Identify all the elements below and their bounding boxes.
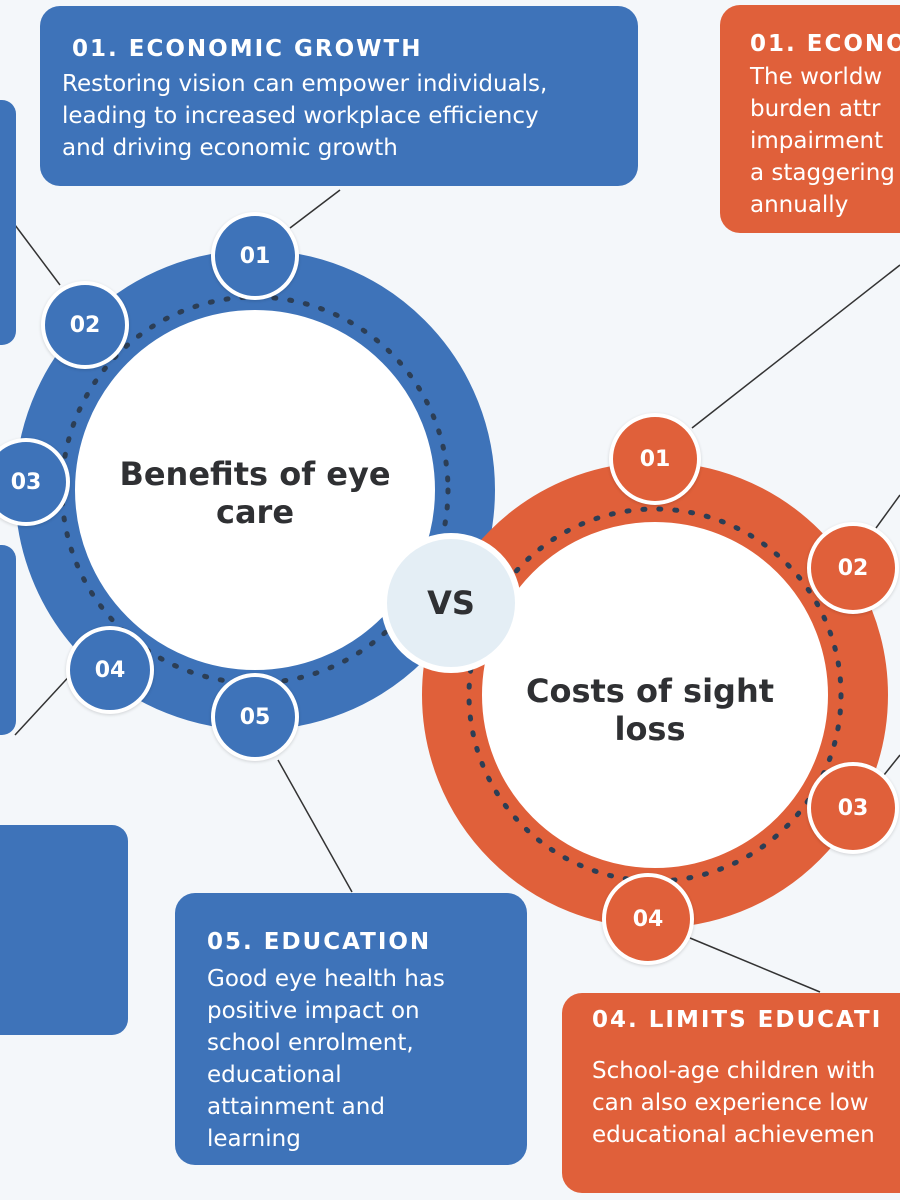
costs-title: Costs of sight loss <box>525 672 775 749</box>
benefit-box-economic-growth-heading: 01. ECONOMIC GROWTH <box>72 36 423 62</box>
cost-node-01: 01 <box>609 413 701 505</box>
connector-benefit-04 <box>14 669 76 736</box>
cost-box-economic-heading: 01. ECONO <box>750 31 900 57</box>
cost-box-economic: 01. ECONO The worldw burden attr impairm… <box>720 5 900 233</box>
connector-benefit-01 <box>289 189 341 229</box>
vs-badge: VS <box>381 533 521 673</box>
cost-box-economic-body: The worldw burden attr impairment a stag… <box>750 64 895 218</box>
benefits-ring-inner <box>60 295 450 685</box>
cost-box-limits-education: 04. LIMITS EDUCATI School-age children w… <box>562 993 900 1193</box>
connector-cost-04 <box>689 937 821 993</box>
cost-node-03: 03 <box>807 762 899 854</box>
benefit-box-education: 05. EDUCATION Good eye health has positi… <box>175 893 527 1165</box>
benefit-box-02-partial <box>0 100 16 345</box>
benefit-node-02: 02 <box>41 281 129 369</box>
benefit-node-01: 01 <box>211 212 299 300</box>
benefit-node-04: 04 <box>66 626 154 714</box>
connector-benefit-05 <box>277 759 353 893</box>
benefit-node-05: 05 <box>211 673 299 761</box>
connector-benefit-02 <box>14 224 61 286</box>
benefit-box-economic-growth: 01. ECONOMIC GROWTH Restoring vision can… <box>40 6 638 186</box>
cost-node-04: 04 <box>602 873 694 965</box>
connector-cost-02 <box>875 494 900 529</box>
cost-box-limits-education-body: School-age children with can also experi… <box>592 1058 876 1148</box>
benefit-box-04-partial <box>0 825 128 1035</box>
cost-node-02: 02 <box>807 522 899 614</box>
costs-ring-inner <box>475 515 835 875</box>
benefit-node-03: 03 <box>0 438 70 526</box>
benefit-box-03-partial <box>0 545 16 735</box>
cost-box-limits-education-heading: 04. LIMITS EDUCATI <box>592 1007 883 1033</box>
benefit-box-economic-growth-body: Restoring vision can empower individuals… <box>62 71 548 161</box>
benefits-title: Benefits of eye care <box>119 455 391 532</box>
connector-cost-01 <box>691 264 900 429</box>
benefit-box-education-body: Good eye health has positive impact on s… <box>207 966 445 1152</box>
benefit-box-education-heading: 05. EDUCATION <box>207 929 432 955</box>
